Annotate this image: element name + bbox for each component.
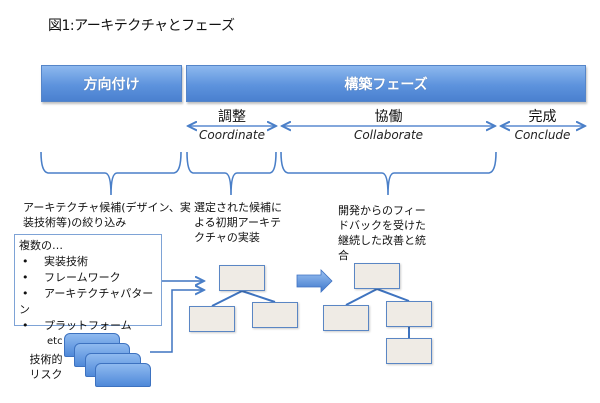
improved-node-child [386, 338, 432, 364]
candidate-item: •プラットフォーム [22, 319, 132, 332]
subphase-collaborate-english: Collaborate [353, 128, 424, 142]
candidates-etc: etc [47, 336, 63, 347]
collaborate-brace [280, 151, 497, 196]
candidate-item: •フレームワーク [22, 271, 121, 284]
coordinate-description: 選定された候補による初期アーキテクチャの実装 [194, 201, 282, 244]
arch-node-left [189, 306, 235, 332]
candidate-item: •実装技術 [22, 255, 88, 268]
figure-title: 図1:アーキテクチャとフェーズ [48, 18, 235, 34]
coordinate-brace [186, 151, 277, 196]
improved-node-right [386, 301, 432, 327]
risk-label: 技術的リスク [29, 353, 63, 381]
subphase-conclude-english: Conclude [514, 128, 571, 142]
improved-node-root [354, 263, 400, 289]
risk-connector [150, 290, 204, 353]
risk-card [95, 363, 151, 387]
orientation-description: アーキテクチャ候補(デザイン、実装技術等)の絞り込み [23, 201, 191, 229]
candidates-box: 複数の… •実装技術 •フレームワーク •アーキテクチャパターン •プラットフォ… [14, 234, 162, 347]
arch-node-right [252, 302, 298, 328]
candidate-item: •アーキテクチャパターン [19, 287, 154, 316]
arch-node-root [219, 265, 265, 291]
progress-block-arrow [296, 269, 333, 293]
collaborate-description: 開発からのフィードバックを受けた継続した改善と統合 [338, 204, 426, 262]
subphase-coordinate-english: Coordinate [199, 128, 265, 142]
candidates-heading: 複数の… [19, 239, 63, 252]
phase-construction: 構築フェーズ [186, 65, 586, 102]
phase-orientation: 方向付け [41, 65, 182, 102]
improved-node-left [323, 305, 369, 331]
orientation-brace [40, 151, 182, 196]
